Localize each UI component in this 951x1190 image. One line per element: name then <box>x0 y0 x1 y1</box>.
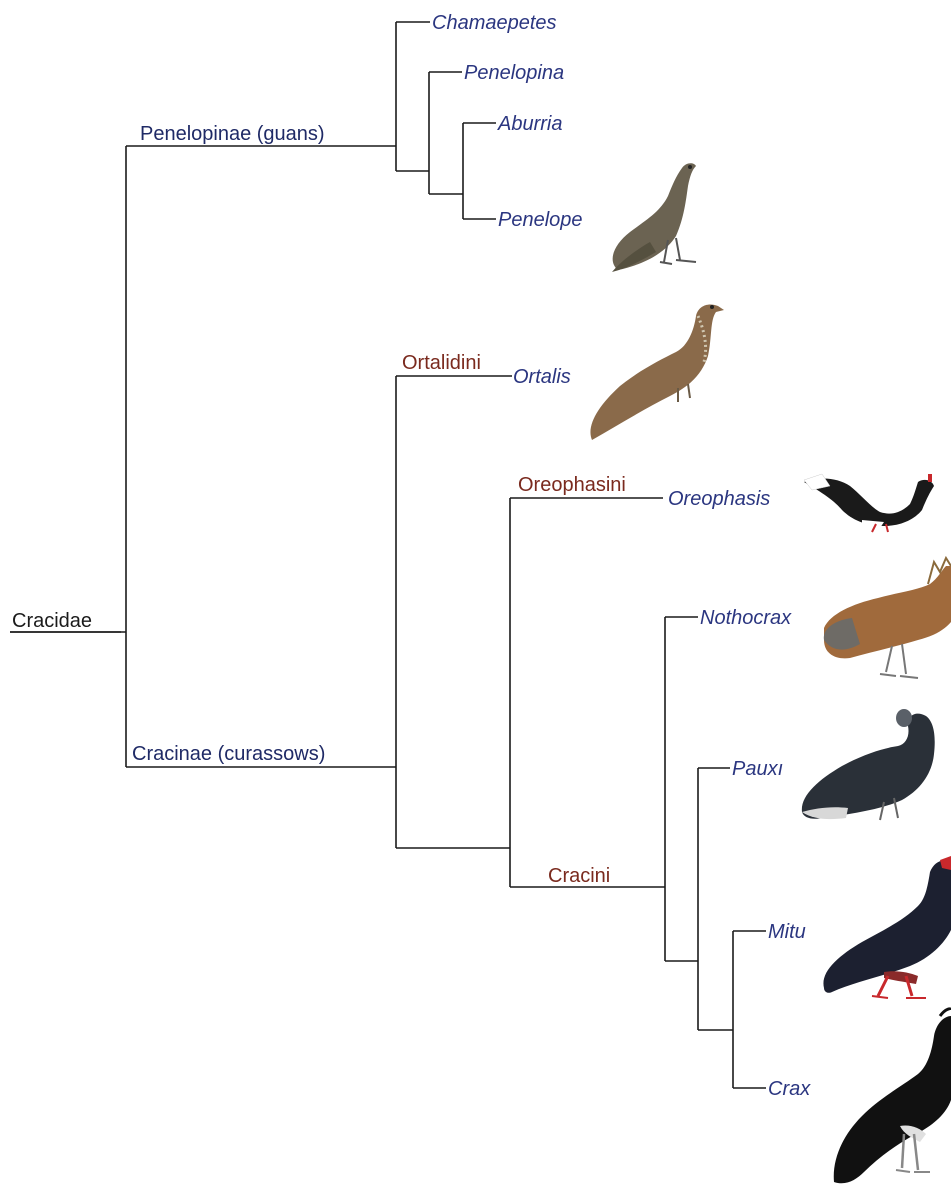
horned-guan-bird-icon <box>803 473 934 533</box>
clade-labels: Cracidae Penelopinae (guans) Cracinae (c… <box>10 123 626 887</box>
chachalaca-bird-icon <box>590 304 724 440</box>
tribe-label-ortalidini: Ortalidini <box>402 352 481 374</box>
genus-label-nothocrax: Nothocrax <box>700 607 792 629</box>
root-label: Cracidae <box>12 610 92 632</box>
genus-label-aburria: Aburria <box>497 113 562 135</box>
tree-branches <box>10 21 766 1089</box>
genus-label-oreophasis: Oreophasis <box>668 488 770 510</box>
genus-labels: Chamaepetes Penelopina Aburria Penelope … <box>432 12 811 1100</box>
tribe-label-cracini: Cracini <box>548 865 610 887</box>
genus-label-mitu: Mitu <box>768 921 806 943</box>
genus-label-chamaepetes: Chamaepetes <box>432 12 557 34</box>
guan-bird-icon <box>612 163 697 272</box>
nocturnal-curassow-bird-icon <box>823 555 951 679</box>
razor-billed-curassow-bird-icon <box>823 856 951 999</box>
genus-label-pauxi: Pauxı <box>732 758 783 780</box>
bird-illustrations <box>590 163 951 1184</box>
genus-label-penelopina: Penelopina <box>464 62 564 84</box>
subfamily-label-penelopinae: Penelopinae (guans) <box>140 123 325 145</box>
genus-label-crax: Crax <box>768 1078 811 1100</box>
subfamily-label-cracinae: Cracinae (curassows) <box>132 743 325 765</box>
genus-label-penelope: Penelope <box>498 209 583 231</box>
helmeted-curassow-bird-icon <box>801 709 935 821</box>
great-curassow-bird-icon <box>833 1007 951 1184</box>
tribe-label-oreophasini: Oreophasini <box>518 474 626 496</box>
genus-label-ortalis: Ortalis <box>513 366 571 388</box>
